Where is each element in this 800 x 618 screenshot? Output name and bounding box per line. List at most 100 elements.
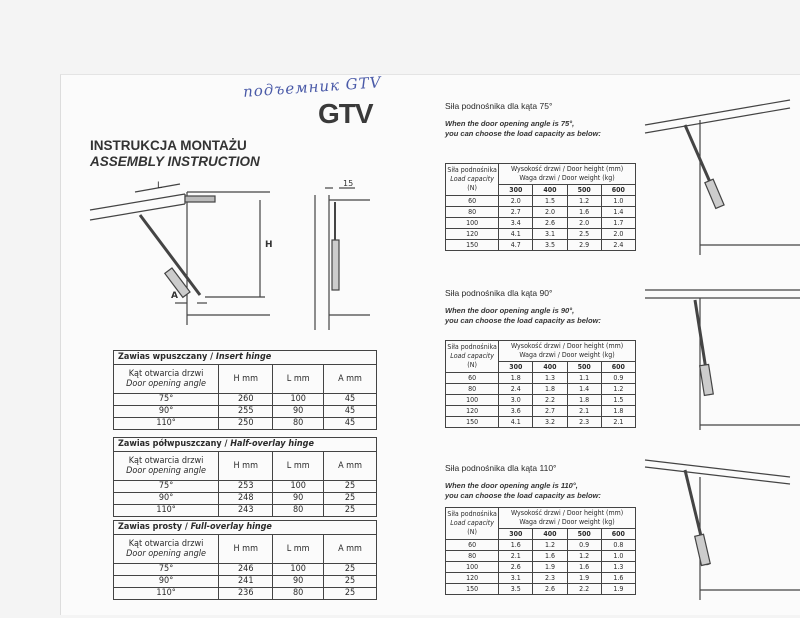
table-cell: 80 [272,417,325,430]
table-cell: 3.2 [532,416,568,428]
table-cell: 1.9 [566,572,602,584]
table-cell: 150 [444,416,500,428]
title-pl: Zawias prosty / [118,522,191,532]
hinge-table: Zawias wpuszczany / Insert hinge Kąt otw… [112,350,377,430]
subtitle-line: you can choose the load capacity as belo… [445,129,601,138]
load-section-subtitle: When the door opening angle is 110°,you … [445,481,601,501]
column-header: 300 [498,361,534,373]
table-cell: 1.7 [600,217,637,229]
table-cell: 75° [112,563,220,576]
title-pl: Zawias wpuszczany / [118,352,216,362]
title-en: Insert hinge [215,352,272,362]
table-cell: 100 [272,563,325,576]
table-cell: 1.4 [600,206,637,218]
table-cell: 75° [112,393,220,406]
table-cell: 1.6 [532,550,568,562]
table-cell: 1.4 [566,383,602,395]
header-en: Load capacity [450,175,494,183]
table-cell: 2.2 [532,394,568,406]
column-header: 600 [600,528,637,540]
table-cell: 1.3 [600,561,637,573]
table-cell: 1.5 [532,195,568,207]
column-header: L mm [272,534,325,564]
table-cell: 2.1 [600,416,637,428]
table-cell: 60 [444,539,500,551]
hinge-table-title: Zawias wpuszczany / Insert hinge [113,350,377,365]
column-header: 300 [498,184,534,196]
table-cell: 1.2 [566,550,602,562]
gtv-logo: GTV [318,98,374,129]
column-header: H mm [218,451,274,481]
door-height-label: Wysokość drzwi / Door height (mm) [510,342,624,350]
column-header: 600 [600,184,637,196]
column-header: 400 [532,361,568,373]
header-pl: Kąt otwarcia drzwi [128,369,204,379]
table-cell: 90° [112,575,220,588]
load-section-subtitle: When the door opening angle is 90°,you c… [445,306,601,326]
table-cell: 1.3 [532,372,568,384]
table-cell: 1.8 [600,405,637,417]
table-cell: 2.6 [498,561,534,573]
door-header: Wysokość drzwi / Door height (mm)Waga dr… [498,163,636,185]
table-cell: 25 [323,504,377,517]
hinge-table-title: Zawias prosty / Full-overlay hinge [113,520,377,535]
table-cell: 110° [112,587,220,600]
column-header: 400 [532,184,568,196]
table-cell: 90° [112,492,220,505]
table-cell: 236 [218,587,274,600]
table-cell: 2.9 [566,239,602,251]
column-header: A mm [323,534,377,564]
table-cell: 45 [323,417,377,430]
table-cell: 2.0 [566,217,602,229]
table-cell: 25 [323,480,377,493]
door-height-label: Wysokość drzwi / Door height (mm) [510,509,624,517]
hinge-table: Zawias prosty / Full-overlay hinge Kąt o… [112,520,377,600]
table-cell: 1.6 [498,539,534,551]
hinge-table-title: Zawias półwpuszczany / Half-overlay hing… [113,437,377,452]
table-cell: 1.8 [498,372,534,384]
title-en: Half-overlay hinge [230,439,314,449]
table-cell: 80 [272,587,325,600]
column-header: 500 [566,528,602,540]
table-cell: 246 [218,563,274,576]
load-section-title: Siła podnośnika dla kąta 90° [445,288,553,298]
table-cell: 4.1 [498,416,534,428]
table-cell: 1.8 [532,383,568,395]
header-unit: (N) [467,184,477,192]
table-cell: 150 [444,583,500,595]
table-cell: 90 [272,405,325,418]
table-cell: 80 [444,550,500,562]
table-cell: 100 [272,480,325,493]
table-cell: 120 [444,228,500,240]
table-cell: 260 [218,393,274,406]
table-cell: 1.2 [566,195,602,207]
svg-text:H: H [265,240,273,250]
table-cell: 2.0 [498,195,534,207]
header-unit: (N) [467,528,477,536]
load-section-title: Siła podnośnika dla kąta 110° [445,463,557,473]
table-cell: 1.0 [600,550,637,562]
header-pl: Kąt otwarcia drzwi [128,456,204,466]
column-header: L mm [272,364,325,394]
table-cell: 2.4 [498,383,534,395]
table-cell: 1.1 [566,372,602,384]
table-cell: 4.7 [498,239,534,251]
table-cell: 4.1 [498,228,534,240]
table-cell: 2.7 [498,206,534,218]
